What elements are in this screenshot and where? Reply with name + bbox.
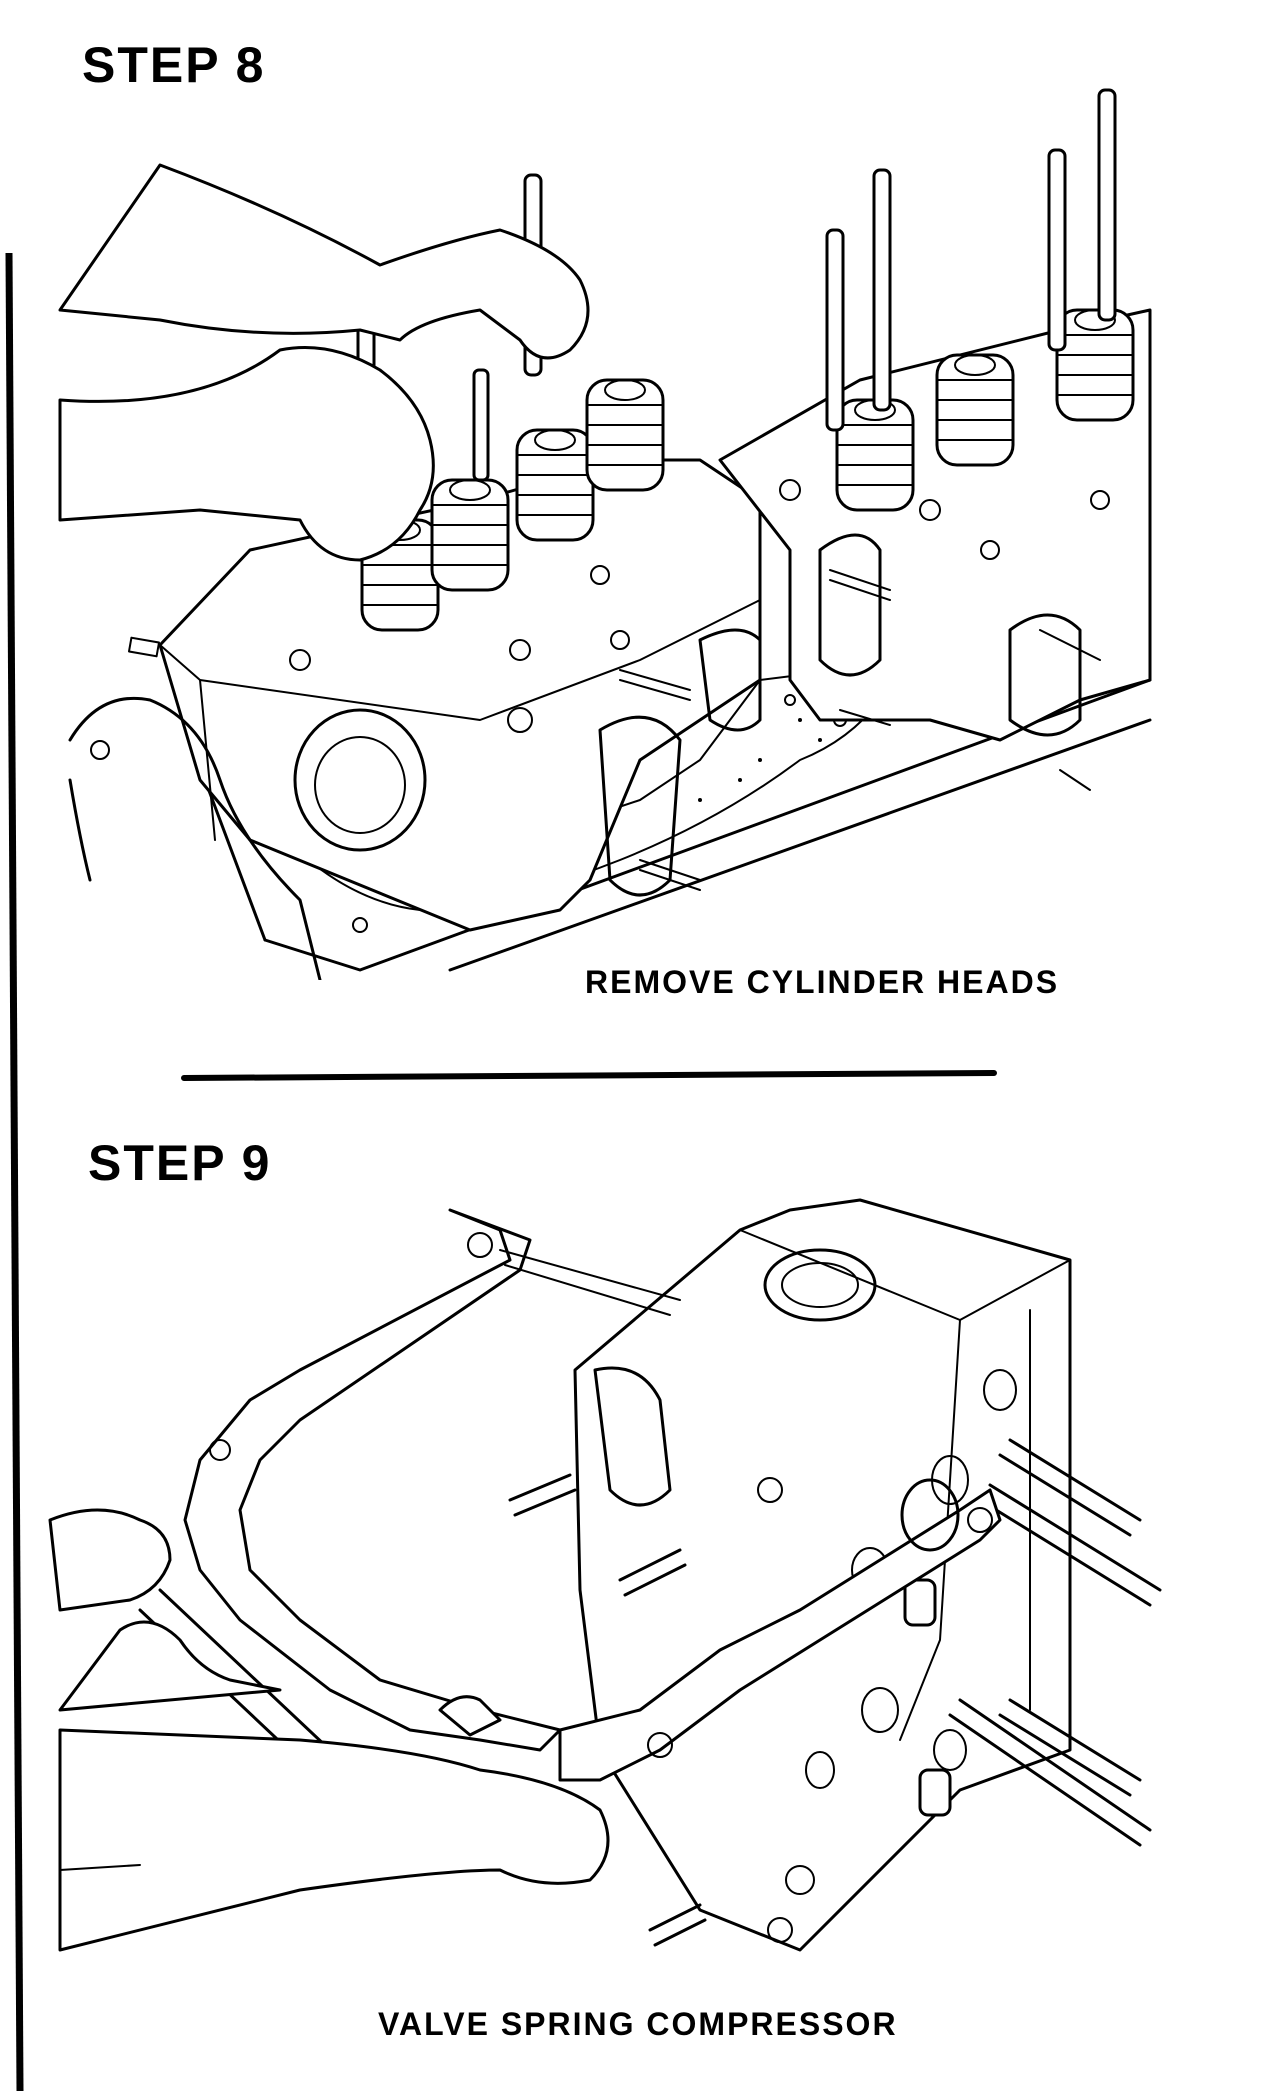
cylinder-head [573,1198,1072,1952]
engine-block-deck [203,678,1152,972]
step-8-caption: REMOVE CYLINDER HEADS [585,964,1060,1000]
hands [58,163,590,980]
valve-springs [360,308,1135,632]
hands [48,1508,610,1952]
studs [508,1438,1162,1947]
head-studs [356,88,1117,482]
step-9-title: STEP 9 [88,1135,272,1191]
section-divider [181,1070,997,1081]
valve-spring-compressor-illustration [48,1198,1162,1952]
left-cylinder-head [127,458,762,932]
step-8-title: STEP 8 [82,37,266,93]
remove-cylinder-heads-illustration [58,88,1152,980]
step-9-caption: VALVE SPRING COMPRESSOR [378,2006,898,2042]
